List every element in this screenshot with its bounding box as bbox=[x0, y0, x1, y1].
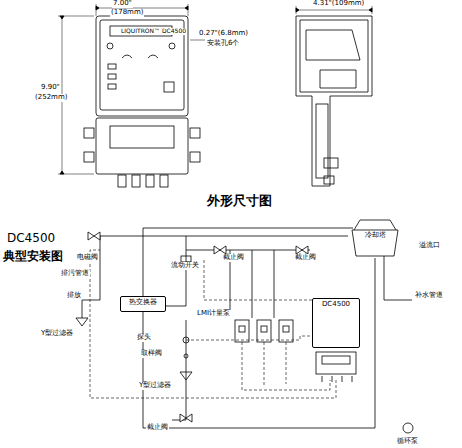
part-label: 探头 bbox=[136, 334, 152, 342]
node-text: 冷却塔 bbox=[350, 232, 400, 240]
part-label: 截止阀 bbox=[294, 254, 317, 262]
heading: DC4500 bbox=[6, 232, 56, 245]
heading: 典型安装图 bbox=[2, 250, 64, 263]
cooling-tower: 冷却塔 bbox=[350, 218, 400, 258]
part-label: 截止阀 bbox=[146, 424, 169, 432]
part-label: 循环泵 bbox=[396, 438, 419, 446]
part-label: Y型过滤器 bbox=[138, 382, 172, 390]
part-label: LMI计量泵 bbox=[196, 310, 231, 318]
part-label: 截止阀 bbox=[222, 254, 245, 262]
pipe-connector bbox=[143, 228, 353, 296]
part-label: 排放 bbox=[66, 292, 82, 300]
heat-exchanger: 热交换器 bbox=[120, 296, 166, 312]
node-text: 热交换器 bbox=[121, 297, 165, 309]
part-label: 电磁阀 bbox=[76, 254, 99, 262]
part-label: Y型过滤器 bbox=[40, 330, 74, 338]
dimension: 0.27"(6.8mm) bbox=[198, 30, 249, 38]
part-label: 补水管道 bbox=[414, 292, 444, 300]
dimension: (252mm) bbox=[34, 94, 68, 102]
part-label: 取样阀 bbox=[140, 350, 163, 358]
part-label: 排污管道 bbox=[60, 270, 90, 278]
dimension: (178mm) bbox=[110, 9, 144, 17]
dimension: 9.90" bbox=[40, 84, 61, 92]
note: 安装孔6个 bbox=[206, 40, 240, 48]
figure-title: 外形尺寸图 bbox=[206, 194, 273, 208]
controller: DC4500 bbox=[312, 298, 360, 348]
dimension: 7.00" bbox=[112, 0, 133, 8]
part-label: 溢流口 bbox=[418, 242, 441, 250]
panel-text: LIQUITRON™ DC4500 bbox=[120, 28, 187, 35]
dimension: 4.31"(109mm) bbox=[312, 0, 365, 8]
pipe-connector bbox=[143, 258, 375, 428]
node-text: DC4500 bbox=[313, 299, 359, 311]
part-label: 流动开关 bbox=[170, 262, 200, 270]
